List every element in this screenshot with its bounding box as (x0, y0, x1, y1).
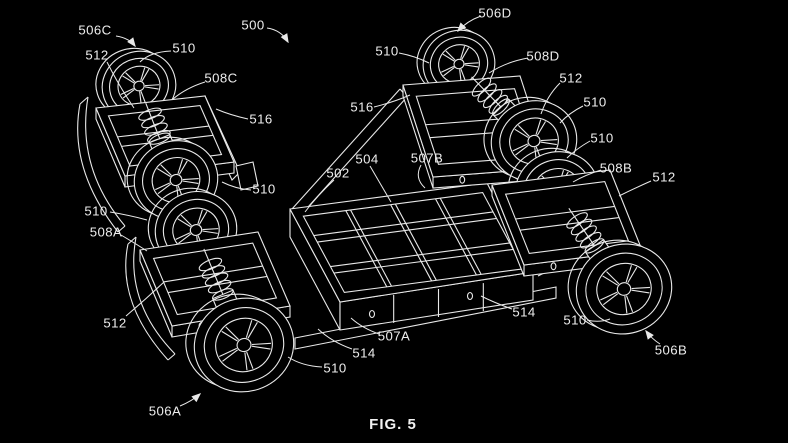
figure-caption: FIG. 5 (369, 416, 417, 433)
leader-line-506D (457, 15, 482, 33)
ref-label-507B-17: 507B (411, 151, 443, 166)
leader-line-510 (221, 181, 252, 191)
ref-label-510-11: 510 (323, 361, 346, 376)
ref-label-506C-0: 506C (78, 23, 111, 38)
ref-label-500-4: 500 (241, 18, 264, 33)
ref-label-510-7: 510 (84, 204, 107, 219)
ref-label-516-5: 516 (249, 112, 272, 127)
leader-line-512 (540, 82, 561, 115)
leader-line-502 (304, 179, 335, 213)
ref-label-510-27: 510 (563, 313, 586, 328)
leader-line-504 (369, 165, 392, 203)
leader-line-514 (317, 328, 353, 350)
ref-label-506B-28: 506B (655, 343, 687, 358)
leader-line-510 (559, 105, 584, 124)
ref-label-508B-24: 508B (600, 161, 632, 176)
ref-label-512-9: 512 (103, 316, 126, 331)
leader-line-510 (586, 318, 611, 322)
ref-label-508D-20: 508D (526, 49, 559, 64)
ref-label-506A-10: 506A (149, 404, 181, 419)
leader-line-508A (120, 234, 148, 252)
leader-line-508B (572, 169, 602, 183)
ref-label-516-16: 516 (350, 100, 373, 115)
ref-label-514-12: 514 (352, 346, 375, 361)
drive-module-506A (126, 178, 295, 393)
ref-label-506D-18: 506D (478, 6, 511, 21)
leader-line-508C (172, 81, 206, 100)
leader-line-512 (618, 180, 652, 197)
ref-label-502-14: 502 (326, 166, 349, 181)
ref-label-508A-8: 508A (90, 225, 122, 240)
leader-line-507B (417, 164, 426, 189)
leader-line-510 (566, 140, 591, 159)
ref-label-514-26: 514 (512, 305, 535, 320)
drive-module-506C (78, 39, 235, 233)
ref-label-510-19: 510 (375, 44, 398, 59)
leader-line-507A (350, 317, 380, 335)
ref-label-510-2: 510 (172, 41, 195, 56)
leader-line-506B (645, 329, 661, 345)
ref-label-510-6: 510 (252, 182, 275, 197)
leader-line-516 (373, 94, 411, 108)
ref-label-507A-13: 507A (378, 329, 410, 344)
leader-line-516 (215, 108, 249, 120)
leader-line-506C (115, 35, 136, 48)
ref-label-512-25: 512 (652, 170, 675, 185)
ref-label-510-23: 510 (590, 131, 613, 146)
leader-line-508D (488, 57, 529, 74)
battery-pack-502 (289, 182, 534, 331)
ref-label-512-1: 512 (85, 48, 108, 63)
leader-line-512 (125, 281, 165, 317)
leader-line-510 (109, 211, 148, 221)
ref-label-510-22: 510 (583, 95, 606, 110)
drive-modules (78, 18, 673, 393)
drive-module-506B (491, 147, 673, 335)
leader-line-510 (287, 356, 323, 368)
ref-label-504-15: 504 (355, 152, 378, 167)
ref-label-508C-3: 508C (204, 71, 237, 86)
leader-line-514 (480, 295, 513, 310)
leader-line-512 (106, 61, 135, 109)
leader-line-510 (398, 52, 430, 64)
leader-line-500 (266, 27, 289, 44)
ref-label-512-21: 512 (559, 71, 582, 86)
leader-line-510 (139, 50, 172, 63)
leader-line-506A (179, 393, 202, 407)
